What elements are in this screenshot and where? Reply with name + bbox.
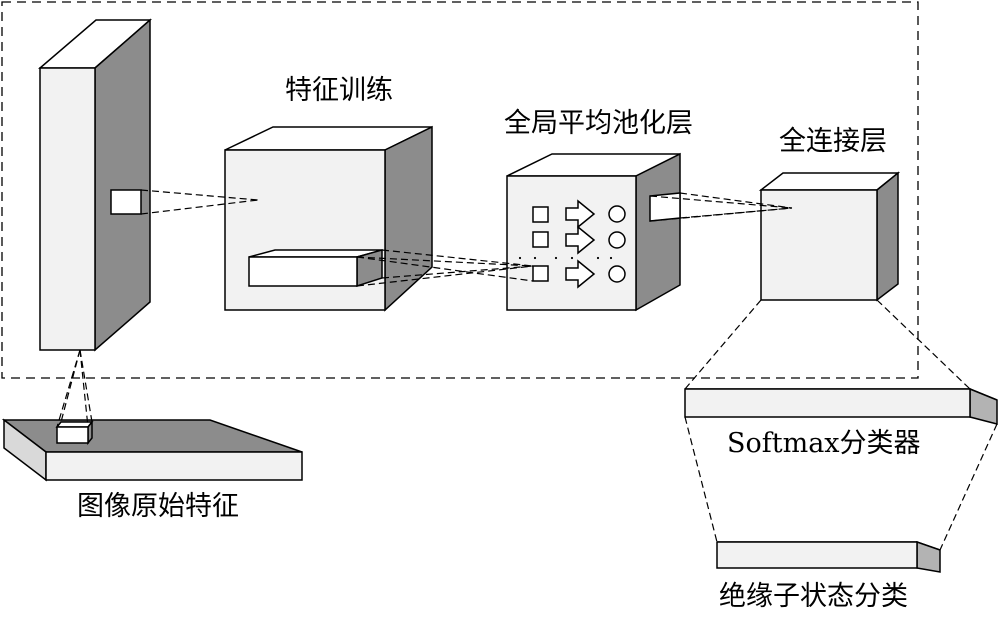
insulator-status-label: 绝缘子状态分类 (719, 581, 908, 612)
feature-training-label: 特征训练 (285, 75, 393, 106)
status-plate (716, 540, 941, 573)
input-feature-slab (37, 18, 152, 352)
pool-circle-2 (608, 231, 626, 249)
fully-connected-cube (758, 171, 901, 302)
pool-circle-1 (608, 205, 626, 223)
fully-connected-label: 全连接层 (779, 126, 887, 157)
pooling-cube (506, 152, 681, 312)
receptive-window (110, 189, 142, 215)
pool-square-1 (532, 206, 549, 223)
feature-training-cube (224, 125, 433, 312)
raw-features-label: 图像原始特征 (77, 491, 239, 522)
pool-square-2 (532, 231, 549, 248)
pool-square-3 (532, 265, 549, 282)
pool-arrow-2 (565, 225, 596, 255)
pooling-layer-label: 全局平均池化层 (504, 108, 693, 139)
pool-circle-3 (608, 265, 626, 283)
pool-arrow-3 (565, 259, 596, 289)
pool-arrow-1 (565, 199, 596, 229)
softmax-label: Softmax分类器 (727, 428, 921, 459)
network-boundary (1, 1, 919, 379)
raw-image-plate (1, 418, 303, 482)
softmax-plate (684, 387, 998, 425)
connections (56, 189, 998, 551)
pool-ellipsis (518, 256, 613, 260)
